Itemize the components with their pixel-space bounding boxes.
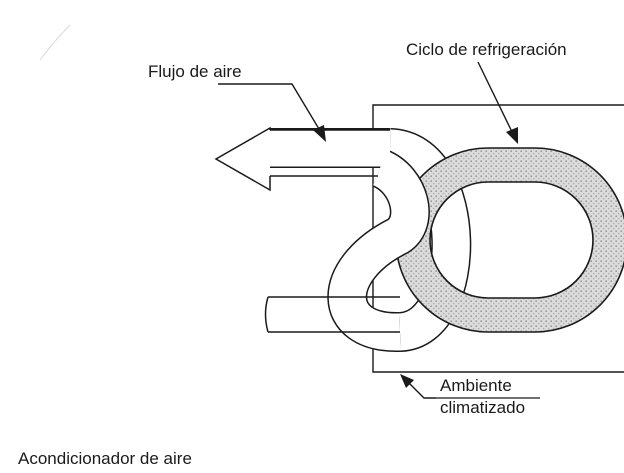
refrigeration-cycle-label: Ciclo de refrigeración (406, 40, 567, 59)
conditioned-space-label-line1: Ambiente (440, 376, 512, 395)
air-flow-leader-arrow-icon (313, 125, 326, 142)
air-outlet-duct-edges (270, 129, 390, 177)
air-flow-loop-back-fill (387, 129, 470, 351)
refrigeration-cycle-ring (395, 147, 624, 333)
air-flow-leader-line (218, 83, 323, 135)
cycle-leader-line (477, 61, 515, 137)
scan-mark (39, 24, 71, 61)
air-conditioner-caption: Acondicionador de aire (18, 449, 192, 468)
conditioned-space-label: Ambiente climatizado (440, 375, 525, 419)
space-leader-line (405, 379, 436, 399)
air-flow-label: Flujo de aire (148, 62, 242, 81)
conditioned-space-label-line2: climatizado (440, 398, 526, 417)
cycle-leader-arrow-icon (506, 127, 518, 144)
air-inlet-duct (264, 296, 400, 333)
air-flow-loop-front-fill (268, 129, 429, 351)
space-leader-arrow-icon (400, 374, 414, 388)
air-outlet-arrow-icon (214, 126, 271, 192)
